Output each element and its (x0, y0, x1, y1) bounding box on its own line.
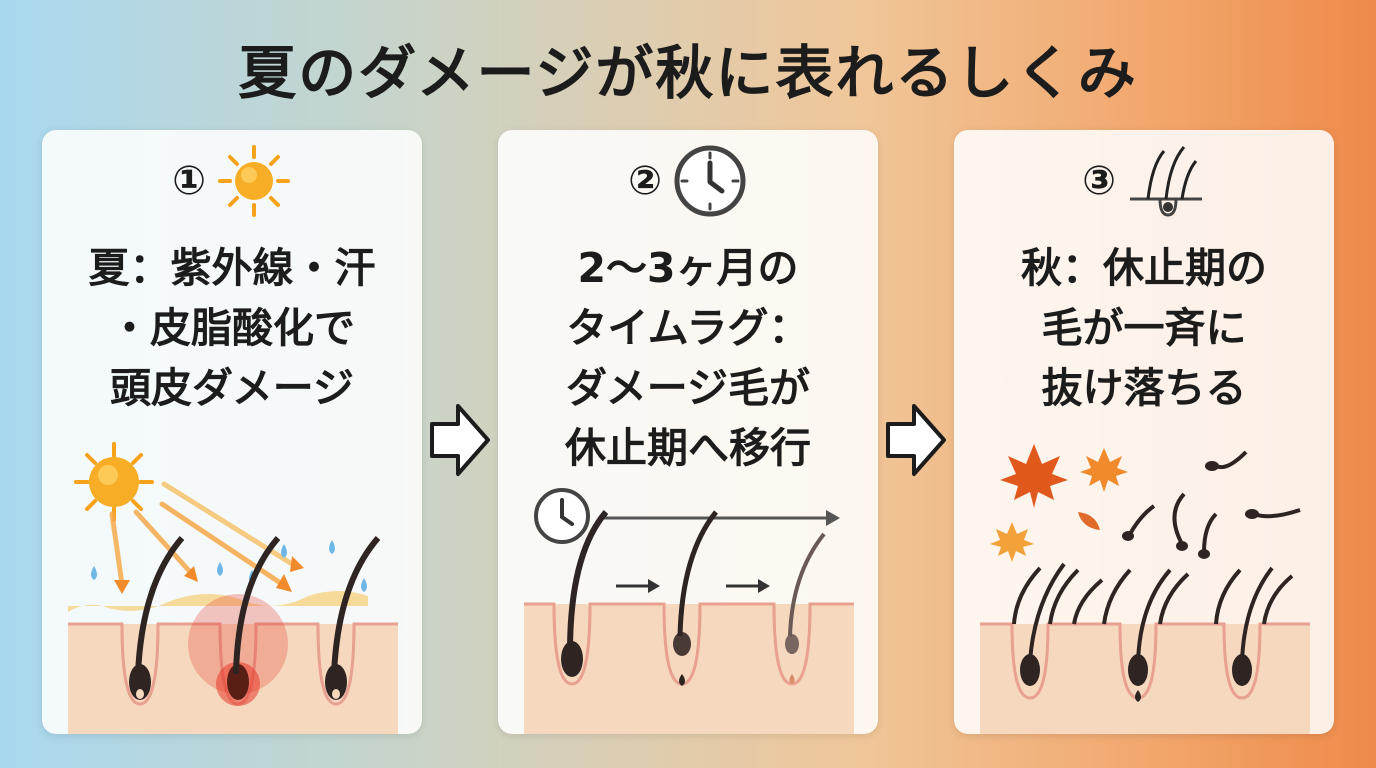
text-line: 休止期へ移行 (565, 424, 811, 472)
text-line: 秋：休止期の (1021, 244, 1267, 292)
step-number: ② (628, 158, 662, 204)
sun-icon (74, 442, 154, 522)
panel-1-header: ① (42, 145, 422, 217)
step-number: ① (172, 158, 206, 204)
panel-2-text: 2〜3ヶ月の タイムラグ： ダメージ毛が 休止期へ移行 (508, 238, 868, 478)
text-line: 抜け落ちる (1041, 364, 1247, 412)
panel-2-header: ② (498, 145, 878, 217)
sebum-layer (68, 591, 368, 612)
time-lag-illustration (524, 488, 854, 734)
panel-3-text: 秋：休止期の 毛が一斉に 抜け落ちる (964, 238, 1324, 418)
uv-ray-arrows (109, 481, 295, 587)
text-line: 毛が一斉に (1041, 304, 1247, 352)
panel-autumn-shedding: ③ 秋：休止期の 毛が一斉に 抜け落ちる (954, 130, 1334, 734)
text-line: ダメージ毛が (566, 364, 810, 412)
hair-follicles (1012, 562, 1294, 702)
step-number: ③ (1082, 158, 1116, 204)
panel-summer-damage: ① 夏：紫外線・汗 ・皮脂酸化で 頭皮ダメージ (42, 130, 422, 734)
text-line: タイムラグ： (566, 304, 810, 352)
hair-follicle-icon (1129, 146, 1202, 217)
clock-icon (534, 488, 590, 544)
text-line: ・皮脂酸化で (109, 304, 355, 352)
maple-leaf-icon (990, 444, 1128, 562)
panel-time-lag: ② 2〜3ヶ月の タイムラグ： ダメージ毛が 休止期へ移行 (498, 130, 878, 734)
text-line: 頭皮ダメージ (110, 364, 354, 412)
hair-follicles (129, 536, 381, 700)
panel-1-text: 夏：紫外線・汗 ・皮脂酸化で 頭皮ダメージ (52, 238, 412, 418)
clock-icon (674, 145, 746, 217)
sun-icon (217, 145, 290, 217)
next-step-arrow (886, 404, 946, 476)
summer-scalp-illustration (68, 442, 398, 734)
next-step-arrow (430, 404, 490, 476)
panel-3-header: ③ (954, 146, 1334, 217)
hair-follicles (561, 510, 826, 686)
autumn-shedding-illustration (980, 444, 1310, 734)
text-line: 2〜3ヶ月の (577, 244, 799, 292)
page-title: 夏のダメージが秋に表れるしくみ (238, 39, 1138, 107)
text-line: 夏：紫外線・汗 (88, 244, 376, 292)
transition-arrows (616, 579, 770, 593)
